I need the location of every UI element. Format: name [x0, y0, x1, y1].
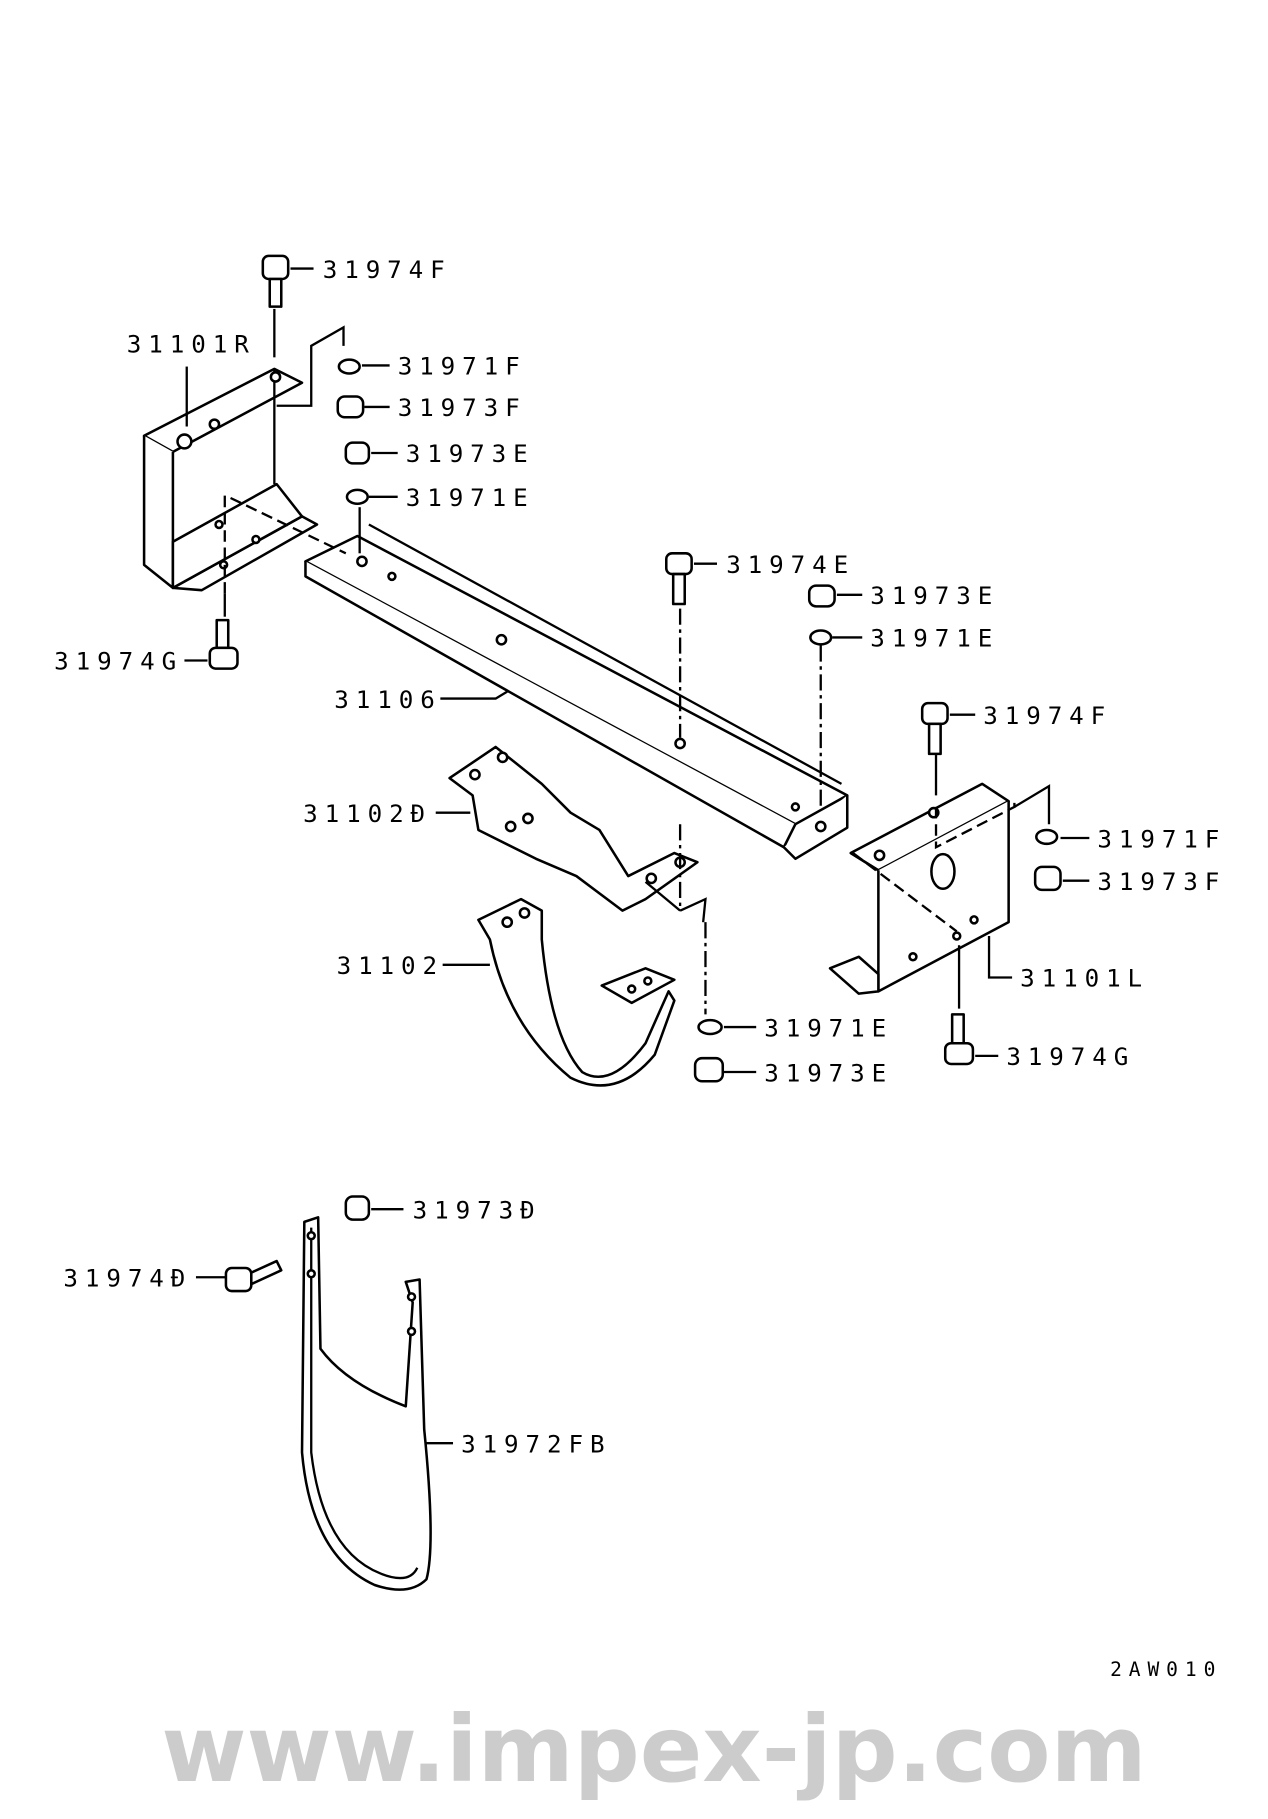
bracket-31101L	[828, 782, 1010, 995]
label-31973E: 31973E	[764, 1059, 893, 1087]
watermark: www.impex-jp.com	[161, 1695, 1146, 1803]
assembly-lines	[223, 308, 1051, 1015]
label-31971E: 31971E	[764, 1014, 893, 1042]
bracket-31101R	[142, 367, 319, 592]
label-31974F: 31974F	[983, 702, 1112, 730]
label-31973E: 31973E	[870, 582, 999, 610]
label-31972FB: 31972FB	[461, 1430, 611, 1458]
label-31973F: 31973F	[398, 394, 527, 422]
label-31106: 31106	[334, 686, 441, 714]
support-31102	[477, 897, 676, 1087]
label-31102: 31102	[337, 952, 444, 980]
crossmember-31106	[304, 523, 849, 861]
label-31974D: 31974Đ	[63, 1264, 192, 1292]
label-31101L: 31101L	[1020, 965, 1149, 993]
label-31971E: 31971E	[406, 484, 535, 512]
label-31973E: 31973E	[406, 440, 535, 468]
band-31972FB	[300, 1216, 432, 1591]
label-31101R: 31101R	[127, 331, 256, 359]
label-31974F: 31974F	[323, 256, 452, 284]
label-31102D: 31102Đ	[303, 800, 432, 828]
label-31974G: 31974G	[1006, 1043, 1135, 1071]
label-31973F: 31973F	[1097, 868, 1226, 896]
label-31973D: 31973Đ	[413, 1196, 542, 1224]
label-31971F: 31971F	[398, 353, 527, 381]
label-31971E: 31971E	[870, 625, 999, 653]
fasteners	[208, 254, 1062, 1293]
label-31974G: 31974G	[54, 648, 183, 676]
label-31971F: 31971F	[1097, 825, 1226, 853]
label-31974E: 31974E	[726, 551, 855, 579]
leader-lines	[184, 267, 1090, 1445]
figure-code: 2AW010	[1110, 1658, 1222, 1681]
part-labels: 31974F 31101R 31971F 31973F 31973E 31971…	[54, 256, 1226, 1681]
